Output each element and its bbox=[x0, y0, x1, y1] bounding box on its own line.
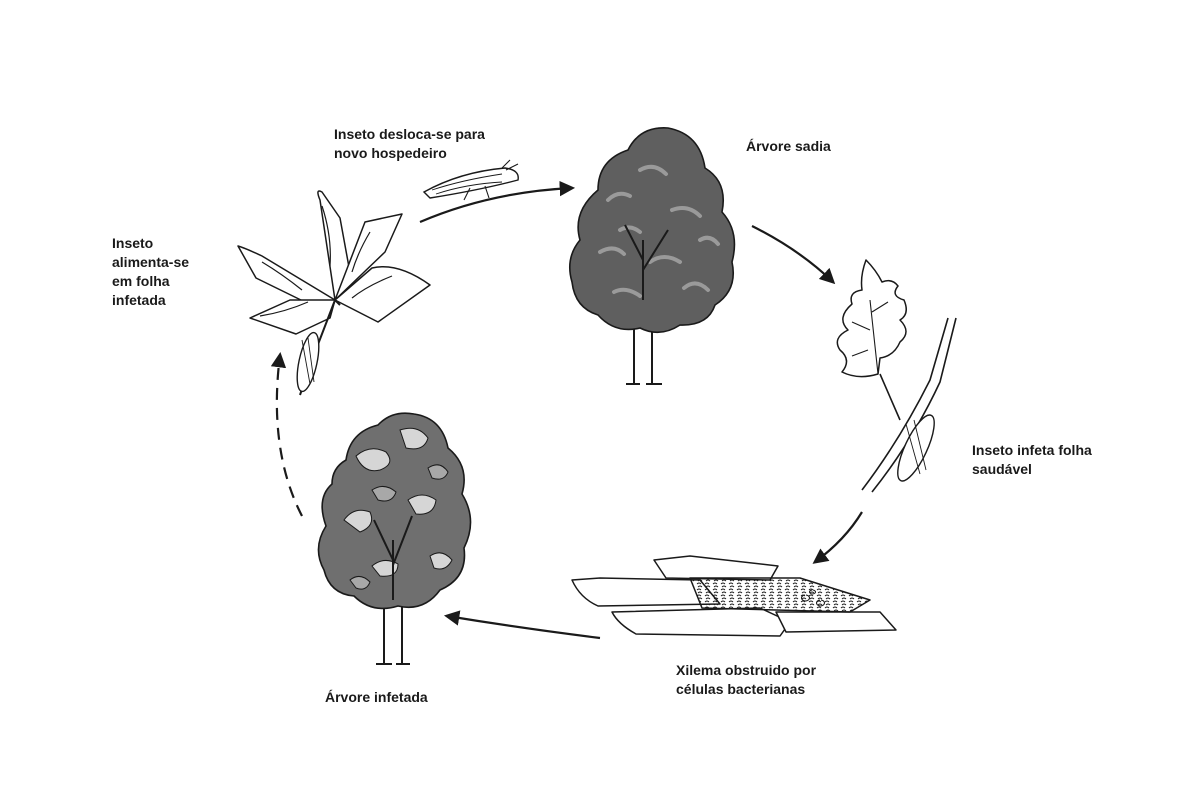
xylem-illustration bbox=[571, 555, 897, 637]
label-line: Inseto bbox=[112, 235, 154, 251]
obstructed-vessel bbox=[689, 577, 871, 613]
label-insect-moves-to-new-host: Inseto desloca-se para novo hospedeiro bbox=[334, 125, 485, 163]
label-line: infetada bbox=[112, 292, 166, 308]
label-line: Xilema obstruido por bbox=[676, 662, 817, 678]
infected-canopy bbox=[317, 412, 472, 610]
label-line: Árvore infetada bbox=[325, 689, 428, 705]
label-xylem-obstructed: Xilema obstruido por células bacterianas bbox=[676, 661, 816, 699]
label-line: saudável bbox=[972, 461, 1032, 477]
infected-leaf-illustration bbox=[237, 190, 431, 396]
healthy-canopy bbox=[569, 127, 736, 334]
insect-on-healthy-leaf bbox=[897, 414, 935, 482]
label-infected-tree: Árvore infetada bbox=[325, 688, 428, 707]
infected-tree-illustration bbox=[317, 412, 472, 665]
arrow-to-infected-tree bbox=[443, 610, 601, 640]
insect-on-infected-leaf bbox=[296, 331, 320, 393]
label-line: alimenta-se bbox=[112, 254, 190, 270]
label-insect-feeds-on-infected-leaf: Inseto alimenta-se em folha infetada bbox=[112, 234, 189, 310]
label-line: Inseto infeta folha bbox=[972, 442, 1092, 458]
arrow-to-healthy-tree bbox=[419, 180, 576, 224]
label-line: novo hospedeiro bbox=[334, 145, 447, 161]
healthy-leaf-illustration bbox=[836, 259, 957, 493]
label-line: em folha bbox=[112, 273, 170, 289]
label-line: células bacterianas bbox=[676, 681, 806, 697]
arrow-to-healthy-leaf bbox=[751, 225, 836, 285]
label-line: Árvore sadia bbox=[746, 138, 831, 154]
dashed-arrow-to-infected-leaf bbox=[270, 351, 303, 517]
label-line: Inseto desloca-se para bbox=[334, 126, 485, 142]
arrow-to-xylem bbox=[812, 511, 863, 564]
label-insect-infects-healthy-leaf: Inseto infeta folha saudável bbox=[972, 441, 1092, 479]
flying-insect-illustration bbox=[422, 159, 519, 201]
label-healthy-tree: Árvore sadia bbox=[746, 137, 831, 156]
healthy-tree-illustration bbox=[569, 127, 736, 385]
